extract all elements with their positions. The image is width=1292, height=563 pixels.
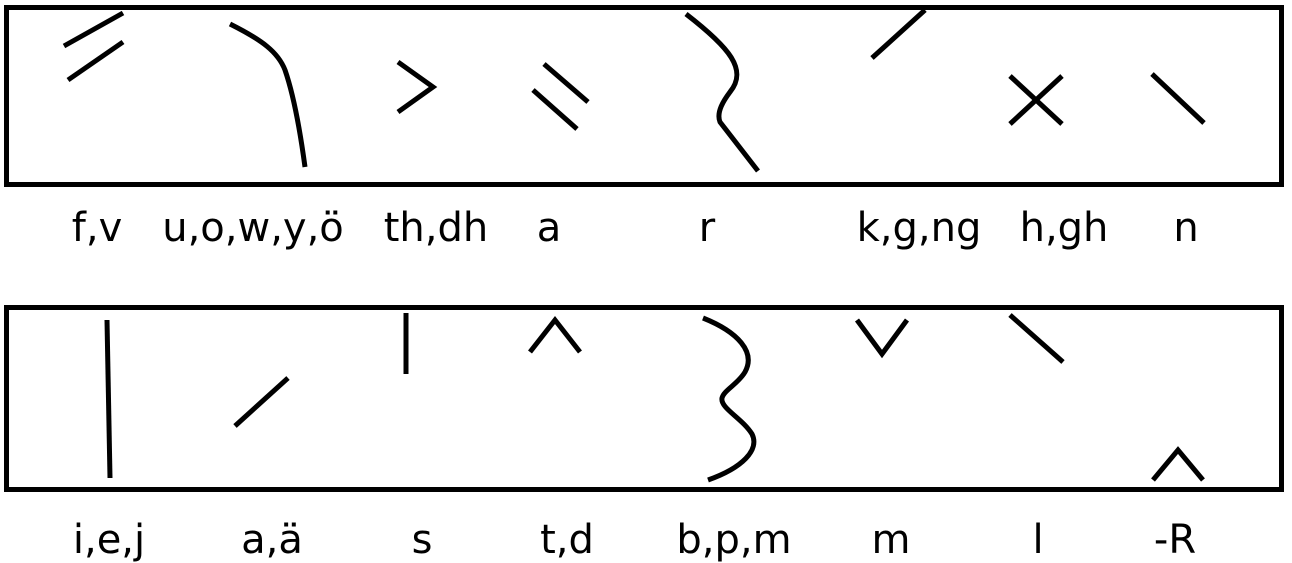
rune-label-madr: m (871, 517, 911, 563)
rune-hagall-icon (1008, 74, 1064, 126)
rune-label-fehu: f,v (71, 205, 123, 251)
rune-label-thurs: th,dh (383, 205, 489, 251)
rune-ur-icon (228, 21, 308, 168)
rune-label-naud: n (1173, 205, 1199, 251)
rune-kaun-icon (870, 8, 927, 60)
rune-logr-icon (1008, 313, 1065, 364)
rune-label-ar: a,ä (241, 517, 303, 563)
rune-is-icon (104, 319, 113, 479)
rune-label-sol: s (411, 517, 433, 563)
rune-reid-icon (684, 12, 760, 173)
rune-label-yr: -R (1153, 517, 1197, 563)
rune-label-logr: l (1032, 517, 1044, 563)
rune-tyr-icon (528, 315, 582, 354)
rune-fehu-icon (62, 10, 125, 83)
rune-label-ur: u,o,w,y,ö (162, 205, 344, 251)
rune-label-hagall: h,gh (1019, 205, 1109, 251)
rune-label-reid: r (698, 205, 716, 251)
rune-thurs-icon (396, 59, 438, 115)
rune-ar-icon (233, 376, 290, 428)
rune-label-tyr: t,d (540, 517, 594, 563)
rune-label-oss: a (536, 205, 562, 251)
rune-naud-icon (1150, 72, 1206, 125)
rune-bjarkan-icon (702, 315, 757, 483)
rune-label-is: i,e,j (72, 517, 146, 563)
rune-yr-icon (1151, 446, 1205, 482)
rune-label-bjarkan: b,p,m (676, 517, 792, 563)
rune-oss-icon (531, 62, 590, 131)
rune-row-2-box (4, 305, 1284, 492)
rune-label-kaun: k,g,ng (856, 205, 982, 251)
rune-row-1-box (4, 5, 1284, 187)
rune-madr-icon (854, 318, 910, 359)
